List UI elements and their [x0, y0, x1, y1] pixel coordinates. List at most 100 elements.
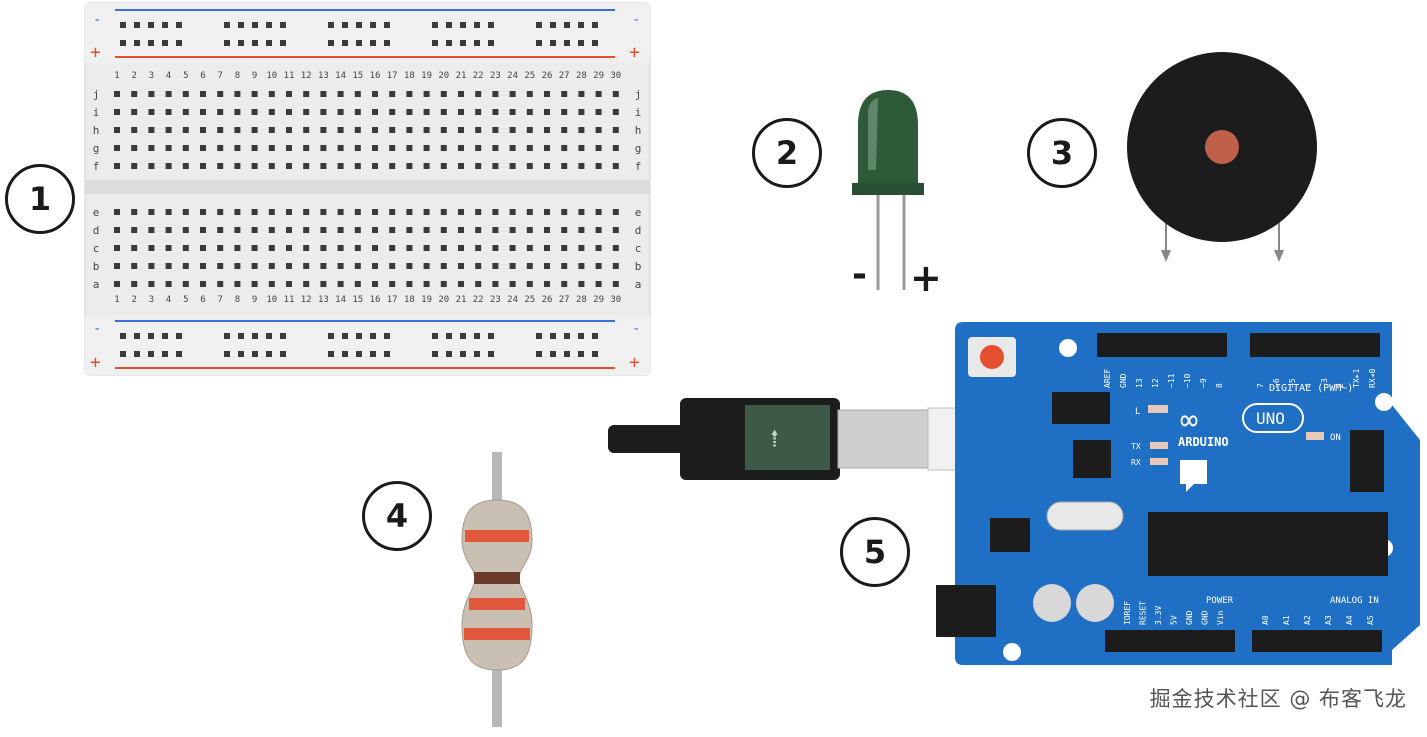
breadboard-hole: [251, 127, 258, 133]
row-label: g: [635, 142, 642, 155]
breadboard-hole: [114, 227, 120, 233]
rail-hole: [384, 351, 390, 357]
power-pin-label: GND: [1185, 610, 1194, 625]
breadboard-hole: [423, 163, 430, 169]
breadboard-hole: [354, 209, 361, 215]
rail-hole: [446, 333, 452, 339]
rail-hole: [280, 40, 286, 46]
rail-hole: [384, 22, 390, 28]
breadboard-hole: [354, 127, 361, 133]
rail-hole: [224, 40, 230, 46]
usb-b-connector: [837, 409, 929, 469]
row-label: a: [635, 278, 642, 291]
breadboard-hole: [286, 91, 292, 97]
breadboard-hole: [544, 109, 550, 115]
column-label: 27: [559, 71, 570, 81]
breadboard-hole: [595, 209, 602, 215]
row-label: d: [635, 224, 642, 237]
rail-hole: [134, 22, 140, 28]
rail-hole: [342, 351, 348, 357]
rail-plus-bottom-right: +: [629, 352, 640, 373]
breadboard-hole: [509, 145, 516, 151]
rail-hole: [370, 351, 376, 357]
icsp-header-small: [1052, 392, 1110, 424]
rail-hole: [592, 22, 598, 28]
rail-hole: [224, 333, 230, 339]
breadboard-hole: [389, 245, 396, 251]
rail-hole: [342, 22, 348, 28]
breadboard-hole: [182, 145, 189, 151]
breadboard-hole: [475, 91, 482, 97]
digital-pin-label: 4: [1304, 383, 1313, 388]
breadboard-hole: [544, 263, 550, 269]
buzzer-center: [1205, 130, 1239, 164]
row-label: j: [93, 88, 100, 101]
rail-minus-top-left: -: [93, 12, 101, 28]
led-plus-label: +: [910, 256, 942, 300]
power-pin-label: GND: [1201, 610, 1210, 625]
rail-hole: [238, 351, 244, 357]
rail-hole: [342, 40, 348, 46]
breadboard-bottom-rail: [85, 315, 650, 375]
usb-cable-strain-relief: [608, 425, 688, 453]
breadboard-hole: [458, 127, 464, 133]
column-label: 10: [266, 295, 277, 305]
column-label: 29: [593, 71, 604, 81]
main-holes: [114, 91, 619, 287]
breadboard-hole: [544, 91, 550, 97]
breadboard-hole: [406, 127, 413, 133]
breadboard-hole: [423, 227, 430, 233]
breadboard-hole: [526, 163, 533, 169]
rail-hole: [432, 22, 438, 28]
breadboard-hole: [165, 127, 172, 133]
digital-pin-label: ~10: [1183, 373, 1192, 388]
breadboard-hole: [492, 91, 499, 97]
row-label: h: [93, 124, 100, 137]
breadboard-hole: [492, 227, 499, 233]
label-breadboard: 1: [5, 164, 75, 234]
rail-hole: [384, 333, 390, 339]
breadboard-hole: [423, 263, 430, 269]
rail-hole: [564, 22, 570, 28]
column-label: 26: [542, 71, 553, 81]
led-highlight: [868, 98, 878, 170]
rail-hole: [370, 333, 376, 339]
breadboard-hole: [320, 109, 327, 115]
rail-hole: [460, 333, 466, 339]
breadboard-hole: [182, 227, 189, 233]
breadboard-hole: [544, 127, 550, 133]
rail-hole: [384, 40, 390, 46]
arduino-brand: ARDUINO: [1178, 435, 1229, 449]
breadboard-hole: [372, 127, 378, 133]
breadboard-hole: [526, 145, 533, 151]
rail-hole: [446, 351, 452, 357]
rail-hole: [578, 22, 584, 28]
breadboard-hole: [389, 145, 396, 151]
breadboard-hole: [389, 209, 396, 215]
breadboard-hole: [131, 245, 138, 251]
breadboard-hole: [286, 127, 292, 133]
breadboard-hole: [475, 227, 482, 233]
rail-hole: [536, 351, 542, 357]
breadboard-hole: [303, 145, 310, 151]
breadboard-hole: [492, 127, 499, 133]
infinity-logo-icon: ∞: [1180, 403, 1198, 438]
rail-hole: [328, 40, 334, 46]
column-label: 15: [352, 295, 363, 305]
breadboard-hole: [268, 127, 275, 133]
mount-hole-1: [1059, 339, 1077, 357]
breadboard-hole: [148, 281, 155, 287]
breadboard-hole: [148, 145, 155, 151]
rail-hole: [162, 40, 168, 46]
breadboard-hole: [475, 109, 482, 115]
rail-hole: [120, 40, 126, 46]
breadboard-hole: [612, 127, 619, 133]
resistor-band-2: [474, 572, 520, 584]
rail-hole: [446, 40, 452, 46]
breadboard-hole: [337, 263, 344, 269]
label-led: 2: [752, 118, 822, 188]
column-label: 21: [456, 71, 467, 81]
rail-hole: [550, 333, 556, 339]
column-label: 12: [301, 295, 312, 305]
